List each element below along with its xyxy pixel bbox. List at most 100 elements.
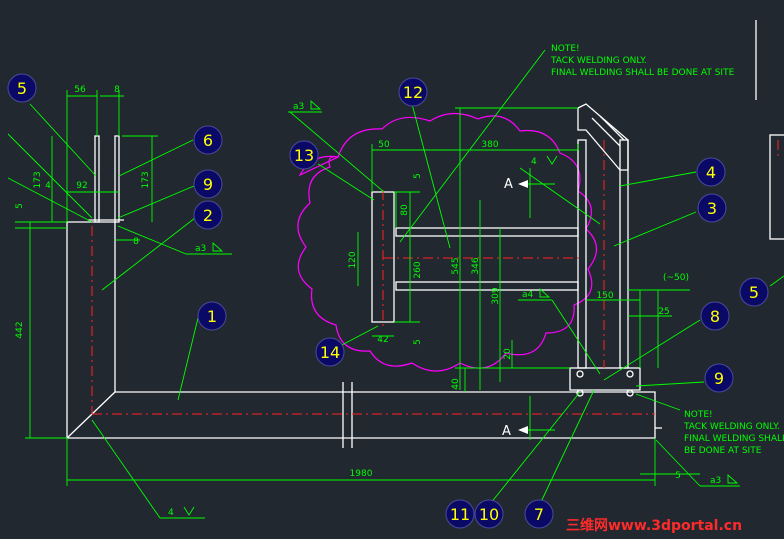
balloon-number: 2 <box>203 206 213 225</box>
section-letter: A <box>504 177 513 192</box>
frame-bracket-hatch-2 <box>599 115 625 141</box>
centerlines <box>91 140 779 415</box>
dimension-value: 545 <box>451 257 461 274</box>
balloon-13: 13 <box>289 140 319 170</box>
dimension-value: 173 <box>141 171 151 188</box>
balloon-circle <box>474 499 504 529</box>
dimension-value: 5 <box>675 471 681 481</box>
dimension-value: 442 <box>15 321 25 338</box>
balloon-number: 14 <box>320 343 340 362</box>
balloon-3: 3 <box>697 193 727 223</box>
dimension-value: 4 <box>45 181 51 191</box>
note-bottom-line: FINAL WELDING SHALL <box>684 434 784 444</box>
note-bottom-line: NOTE! <box>684 410 713 420</box>
leader-2 <box>101 217 196 291</box>
frame-bracket <box>577 103 629 171</box>
balloon-circle <box>704 363 734 393</box>
revision-cloud <box>297 112 598 372</box>
note-top-line: NOTE! <box>551 44 580 54</box>
leader-10 <box>489 391 581 505</box>
balloon-8: 8 <box>700 301 730 331</box>
dimension-value: 346 <box>471 257 481 274</box>
leader-3 <box>613 211 697 247</box>
notes: NOTE! TACK WELDING ONLY. FINAL WELDING SHA… <box>550 44 784 456</box>
note-bottom-line: TACK WELDING ONLY. <box>683 422 780 432</box>
balloon-circle <box>739 277 769 307</box>
weld-size-label: 4 <box>168 508 174 518</box>
base-plate-inner-edge <box>66 391 116 439</box>
dimension-value: 5 <box>413 173 423 179</box>
leader-note-bottom <box>635 393 681 411</box>
upright-6 <box>114 135 120 223</box>
balloon-circle <box>193 125 223 155</box>
balloon-circle <box>700 301 730 331</box>
weld-size-label: a3 <box>710 476 721 486</box>
leader-note-top <box>399 49 546 243</box>
leader-weld-4-bottom <box>91 419 161 519</box>
balloon-circle <box>197 301 227 331</box>
note-bottom-line: BE DONE AT SITE <box>684 446 762 456</box>
balloon-number: 13 <box>294 146 314 165</box>
dimension-value: 40 <box>451 378 461 390</box>
balloon-circle <box>289 140 319 170</box>
section-a-top-arrow <box>518 180 528 188</box>
balloon-2: 2 <box>193 200 223 230</box>
balloon-circle <box>524 499 554 529</box>
balloon-number: 1 <box>207 307 217 326</box>
bolt-left-lower <box>576 389 584 397</box>
balloon-5: 5 <box>739 277 769 307</box>
note-top-line: FINAL WELDING SHALL BE DONE AT SITE <box>551 68 735 78</box>
dimension-value: 120 <box>348 251 358 268</box>
dimension-value: 42 <box>377 335 388 345</box>
base-block-8 <box>569 367 641 391</box>
section-labels: AA <box>502 177 513 439</box>
leader-4 <box>619 171 697 187</box>
dimension-value: 260 <box>413 261 423 278</box>
dimension-value: 8 <box>114 85 120 95</box>
balloon-circle <box>315 337 345 367</box>
weld-triangle-icon <box>546 155 558 165</box>
balloon-circle <box>398 77 428 107</box>
balloon-5: 5 <box>7 73 37 103</box>
balloon-number: 12 <box>403 83 423 102</box>
dimension-value: 56 <box>74 85 86 95</box>
balloon-9: 9 <box>704 363 734 393</box>
balloon-number: 7 <box>534 505 544 524</box>
leader-6 <box>118 139 194 177</box>
arm-upper <box>395 227 579 237</box>
balloon-number: 3 <box>707 199 717 218</box>
balloon-7: 7 <box>524 499 554 529</box>
leader-1 <box>177 317 199 401</box>
dimension-value: 150 <box>596 291 613 301</box>
dimension-value: 380 <box>481 140 498 150</box>
dimension-value: 1980 <box>350 469 373 479</box>
dimension-value: 20 <box>503 348 513 360</box>
frame-bracket-hatch <box>591 117 621 147</box>
bolt-right <box>626 370 634 378</box>
bolt-left <box>576 370 584 378</box>
balloon-circle <box>445 499 475 529</box>
balloon-10: 10 <box>474 499 504 529</box>
weld-size-label: a3 <box>293 102 304 112</box>
weld-size-label: a4 <box>522 290 534 300</box>
partial-view <box>769 134 784 240</box>
balloon-number: 6 <box>203 131 213 150</box>
leader-weld-a3-bottom <box>655 439 701 487</box>
dimension-value: 25 <box>658 307 669 317</box>
dimension-value: 50 <box>378 140 390 150</box>
leader-12 <box>411 103 451 249</box>
leader-weld-a3-top <box>289 111 385 193</box>
arm-lower <box>395 281 579 291</box>
weld-size-label: a3 <box>195 244 206 254</box>
balloon-number: 10 <box>479 505 499 524</box>
balloon-circle <box>193 200 223 230</box>
note-top-line: TACK WELDING ONLY. <box>550 56 647 66</box>
weld-triangle-icon <box>727 473 739 484</box>
balloon-number: 8 <box>710 307 720 326</box>
watermark-text: 三维网www.3dportal.cn <box>566 517 742 534</box>
balloon-12: 12 <box>398 77 428 107</box>
leader-5 <box>29 103 97 177</box>
dimension-value: 309 <box>491 287 501 304</box>
